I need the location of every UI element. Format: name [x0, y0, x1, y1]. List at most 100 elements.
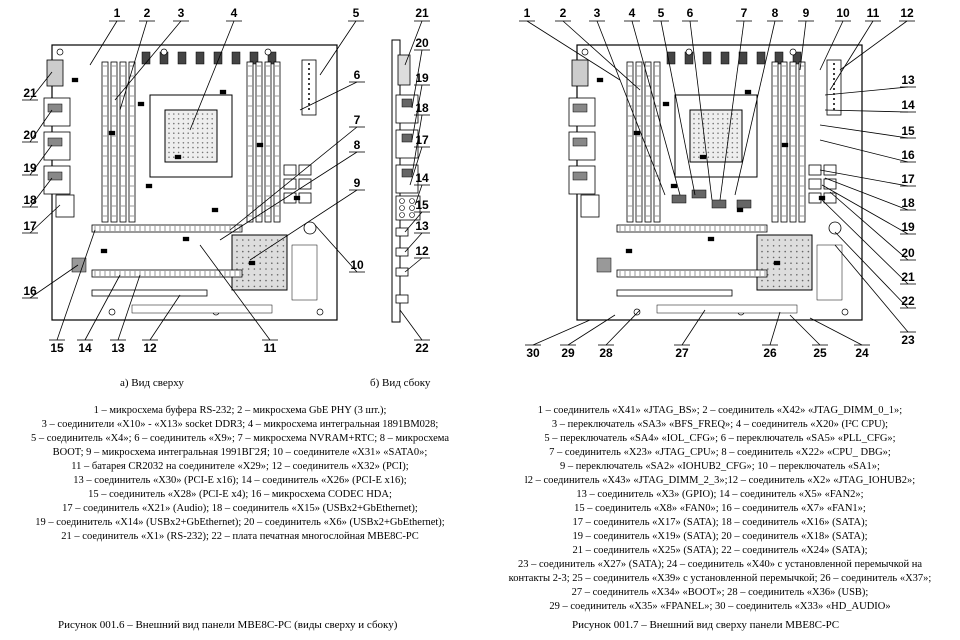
ball — [801, 256, 804, 259]
legend-line: 21 – соединитель «X25» (SATA); 22 – соед… — [572, 545, 868, 556]
dimm-slot — [771, 61, 779, 223]
leader-line — [411, 84, 423, 141]
ball — [282, 250, 285, 253]
ball — [236, 285, 238, 288]
ball — [726, 151, 729, 154]
leader-line — [829, 20, 874, 91]
ball — [187, 156, 189, 158]
ball — [201, 122, 204, 125]
ball — [211, 113, 213, 115]
ball — [282, 239, 285, 241]
pin — [308, 93, 310, 95]
usb-port — [572, 137, 588, 147]
rs232-connector — [46, 59, 64, 87]
leader-line — [567, 314, 616, 346]
ball — [778, 285, 781, 288]
ball — [778, 245, 781, 247]
ball — [187, 146, 189, 149]
ball — [726, 156, 729, 158]
sata-connector — [823, 164, 837, 176]
dimm-slot — [653, 61, 661, 223]
battery — [303, 221, 317, 235]
dimm-slot — [780, 61, 788, 223]
ball — [197, 122, 199, 125]
smd-part — [71, 77, 79, 83]
ball — [712, 118, 714, 120]
callout-number: 20 — [901, 246, 915, 260]
pin — [833, 103, 835, 105]
ball — [265, 285, 267, 288]
ball — [247, 268, 250, 270]
ball — [242, 268, 244, 270]
ball — [211, 118, 213, 120]
ball — [173, 132, 175, 134]
ball — [761, 250, 763, 253]
ball — [201, 137, 204, 139]
dimm-slot — [635, 61, 643, 223]
ball — [807, 256, 810, 259]
dimm-slot — [264, 61, 272, 223]
ball — [767, 256, 769, 259]
legend-line: 1 – микросхема буфера RS-232; 2 – микрос… — [93, 405, 387, 416]
ball — [761, 239, 763, 241]
callout-number: 6 — [687, 6, 694, 20]
ball — [168, 127, 170, 130]
dip-switch — [671, 194, 687, 204]
subcaption-side-view: б) Вид сбоку — [370, 377, 431, 389]
smd-part — [633, 130, 641, 136]
pcie-x16-slot — [616, 269, 768, 278]
legend-left: 1 – микросхема буфера RS-232; 2 – микрос… — [0, 404, 480, 544]
ball — [801, 268, 804, 270]
ball — [693, 118, 695, 120]
leader-line — [219, 151, 358, 241]
ball — [177, 113, 180, 115]
ball — [192, 127, 194, 130]
ball — [736, 132, 738, 134]
ball — [197, 118, 199, 120]
ball — [187, 142, 189, 144]
ball — [177, 151, 180, 154]
ball — [731, 132, 734, 134]
dimm-slot — [110, 61, 118, 223]
pin — [833, 73, 835, 75]
ball — [242, 285, 244, 288]
ball — [192, 156, 194, 158]
ball — [707, 142, 710, 144]
smd-part — [818, 195, 826, 201]
ball — [173, 146, 175, 149]
ball — [761, 279, 763, 282]
chipset-1991vg2ya — [756, 234, 813, 291]
ball — [778, 268, 781, 270]
ball — [767, 245, 769, 247]
ball — [192, 142, 194, 144]
ball — [712, 142, 714, 144]
leader-line — [29, 71, 53, 101]
legend-line: 3 – соединители «X10» - «X13» socket DDR… — [41, 419, 439, 430]
ball — [247, 285, 250, 288]
ball — [807, 262, 810, 265]
legend-line: 11 – батарея CR2032 на соединителе «X29»… — [71, 461, 409, 472]
ball — [187, 118, 189, 120]
ball — [182, 151, 185, 154]
leader-line — [789, 314, 821, 346]
ball — [707, 113, 710, 115]
leader-line — [605, 309, 641, 346]
ball — [247, 256, 250, 259]
usb-side — [401, 98, 413, 108]
dimm-slot — [128, 61, 136, 223]
ball — [778, 256, 781, 259]
ball — [236, 279, 238, 282]
subcaption-top-view: а) Вид сверху — [120, 377, 184, 389]
ball — [265, 262, 267, 265]
slot-bracket — [395, 267, 409, 277]
ball — [206, 127, 209, 130]
ball — [177, 142, 180, 144]
ball — [197, 113, 199, 115]
callout-number: 15 — [901, 124, 915, 138]
top-connector — [702, 51, 712, 65]
callout-number: 14 — [901, 98, 915, 112]
ball — [717, 127, 719, 130]
ball — [168, 118, 170, 120]
ball — [265, 256, 267, 259]
audio-jack — [409, 205, 415, 211]
